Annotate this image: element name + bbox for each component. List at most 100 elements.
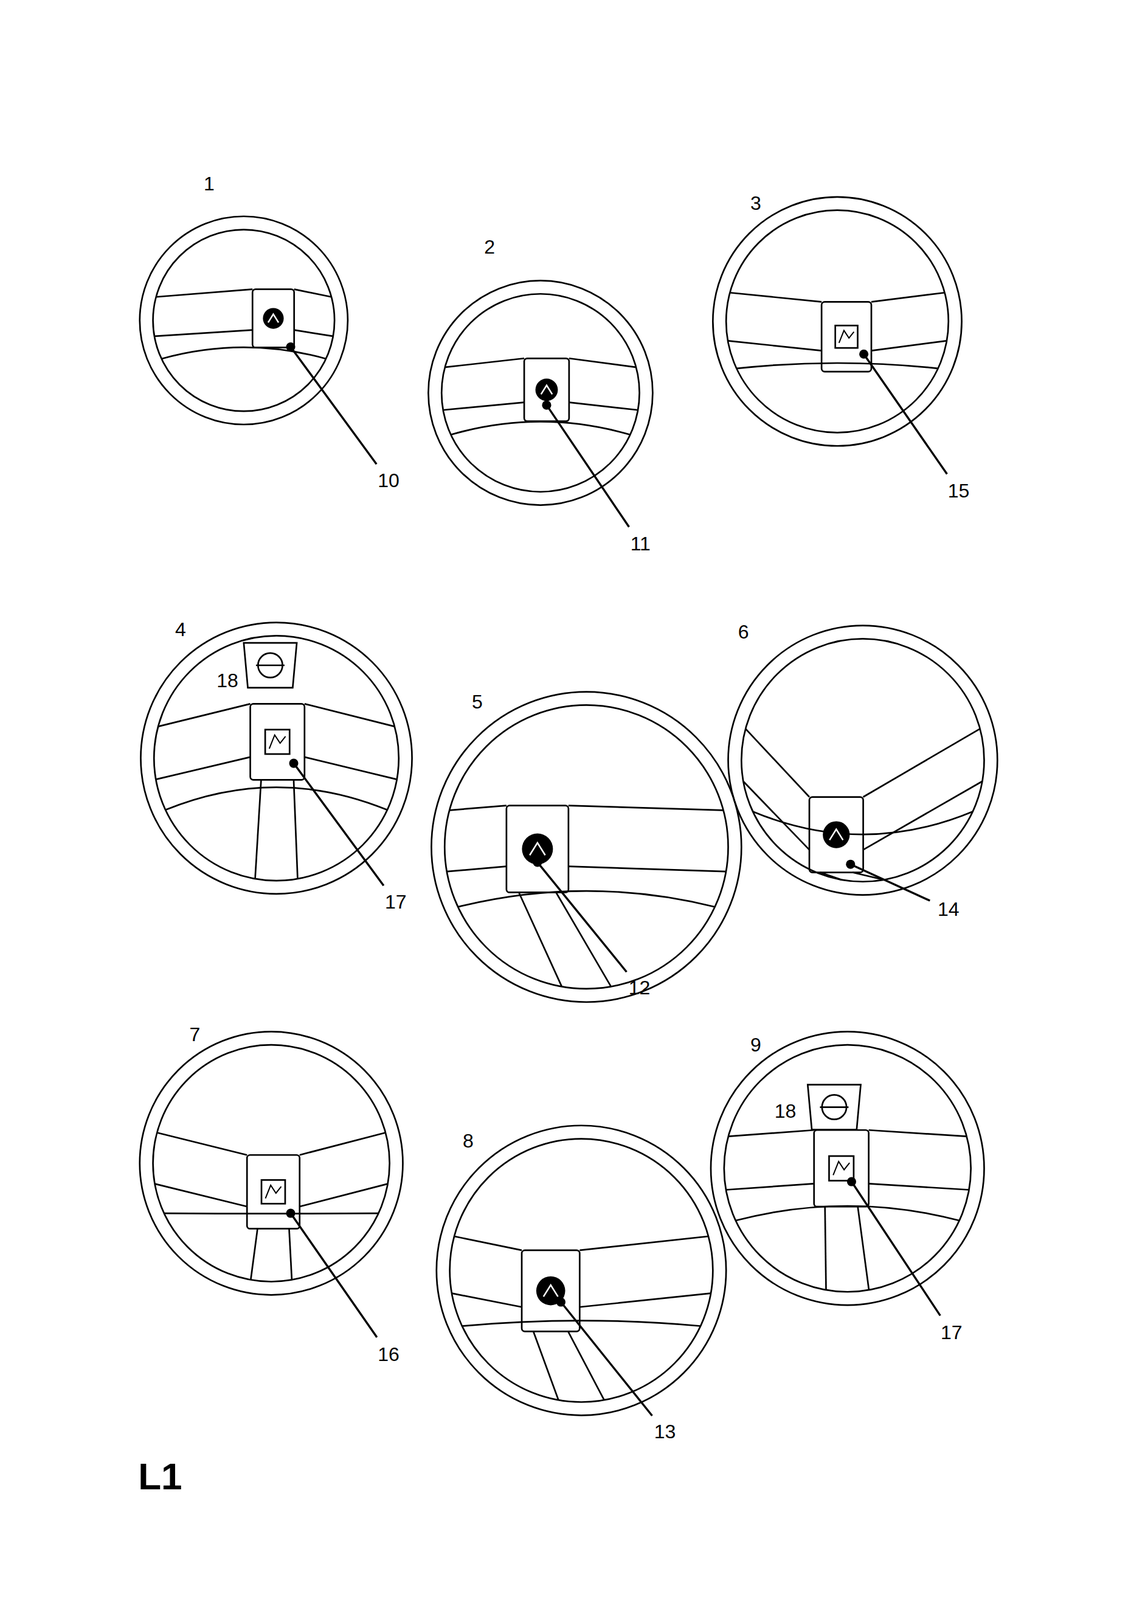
emblem-disc <box>822 820 850 848</box>
spoke-lower-edge <box>164 1212 379 1215</box>
opel-badge <box>243 642 297 688</box>
leader-line <box>864 353 948 474</box>
spoke <box>579 1236 709 1251</box>
callout-number: 11 <box>630 533 651 554</box>
emblem-disc <box>535 378 559 402</box>
spoke <box>871 340 947 351</box>
emblem-griffin <box>543 1284 559 1297</box>
emblem-square <box>265 729 290 754</box>
wheel-rim <box>710 1031 984 1305</box>
spoke <box>155 1183 248 1207</box>
emblem-square <box>261 1179 286 1204</box>
spoke-lower-edge <box>735 1205 960 1221</box>
spoke-lower-edge <box>752 811 973 835</box>
leader-dot <box>845 859 855 869</box>
spoke-lower-edge <box>457 890 716 907</box>
spoke <box>726 1183 815 1190</box>
leader-line <box>537 862 627 972</box>
wheel-rim-inner <box>724 1044 972 1292</box>
wheel-rim <box>431 691 742 1003</box>
emblem-griffin <box>529 842 545 855</box>
spoke-lower-edge <box>462 1320 701 1327</box>
callout-number: 18 <box>216 670 239 691</box>
spoke-bottom <box>255 779 262 879</box>
hub-pad <box>506 805 569 893</box>
spoke <box>579 1293 711 1308</box>
callout-number: 9 <box>750 1034 762 1055</box>
wheel-rim-inner <box>741 638 984 882</box>
spoke <box>446 866 507 872</box>
spoke-lower-edge <box>736 363 938 369</box>
spoke <box>454 1236 522 1251</box>
spoke <box>868 1129 967 1136</box>
wheel-rim-inner <box>726 210 949 433</box>
opel-badge <box>807 1084 861 1130</box>
spoke <box>743 781 810 851</box>
spoke <box>443 402 525 411</box>
callout-number: 7 <box>189 1024 201 1045</box>
spoke <box>449 805 507 811</box>
callout-number: 15 <box>947 480 970 501</box>
wheel-rim-inner <box>153 635 399 881</box>
spoke-bottom <box>250 1228 258 1280</box>
leader-dot <box>847 1176 857 1186</box>
callout-number: 10 <box>377 470 400 491</box>
spoke <box>569 358 637 368</box>
leader-dot <box>859 349 869 359</box>
callout-number: 8 <box>462 1131 474 1151</box>
leader-line <box>290 1213 377 1338</box>
leader-dot <box>541 400 551 410</box>
spoke-bottom <box>825 1206 827 1290</box>
spoke-lower-edge <box>450 421 630 435</box>
page-code: L1 <box>138 1457 182 1496</box>
spoke-bottom <box>518 892 562 987</box>
hub-pad <box>521 1250 580 1332</box>
emblem-griffin <box>829 829 843 841</box>
callout-number: 6 <box>738 622 750 642</box>
wheel-rim-inner <box>153 229 336 412</box>
spoke <box>863 728 981 797</box>
leader-line <box>293 763 384 886</box>
emblem-griffin <box>833 1161 850 1175</box>
spoke <box>155 757 250 780</box>
leader-dot <box>532 857 542 867</box>
wheel-rim-inner <box>449 1138 714 1403</box>
spoke-bottom <box>852 872 885 880</box>
spoke-bottom <box>820 872 843 880</box>
leader-dot <box>285 1208 295 1218</box>
spoke-bottom <box>288 1228 292 1280</box>
spoke <box>154 330 253 337</box>
spoke-bottom <box>533 1331 559 1400</box>
spoke <box>294 330 334 337</box>
callout-number: 18 <box>774 1101 797 1121</box>
spoke <box>158 703 250 727</box>
wheel-rim-inner <box>444 704 728 989</box>
spoke-bottom <box>555 892 611 987</box>
spoke <box>299 1132 386 1155</box>
wheel-rim <box>139 1031 404 1295</box>
callout-number: 2 <box>484 237 495 257</box>
callout-number: 5 <box>471 691 483 712</box>
spoke <box>299 1183 388 1207</box>
wheel-rim <box>436 1125 727 1416</box>
spoke <box>868 1183 970 1190</box>
hub-pad <box>524 358 570 421</box>
emblem-griffin <box>265 1185 282 1199</box>
callout-number: 17 <box>384 892 407 912</box>
callout-number: 17 <box>940 1322 963 1342</box>
hub-pad <box>821 301 872 372</box>
spoke-bottom <box>567 1331 604 1400</box>
leader-line <box>851 1181 941 1316</box>
spoke <box>729 292 822 302</box>
spoke <box>568 866 727 872</box>
spoke <box>156 1132 247 1155</box>
callout-number: 1 <box>203 173 215 194</box>
callout-number: 4 <box>175 619 187 640</box>
leader-dot <box>285 342 295 352</box>
emblem-square <box>835 325 858 348</box>
hub-pad <box>246 1154 300 1229</box>
wheel-rim <box>428 280 653 505</box>
spoke-lower-edge <box>161 347 327 359</box>
spoke <box>304 757 398 780</box>
emblem-griffin <box>839 330 855 343</box>
